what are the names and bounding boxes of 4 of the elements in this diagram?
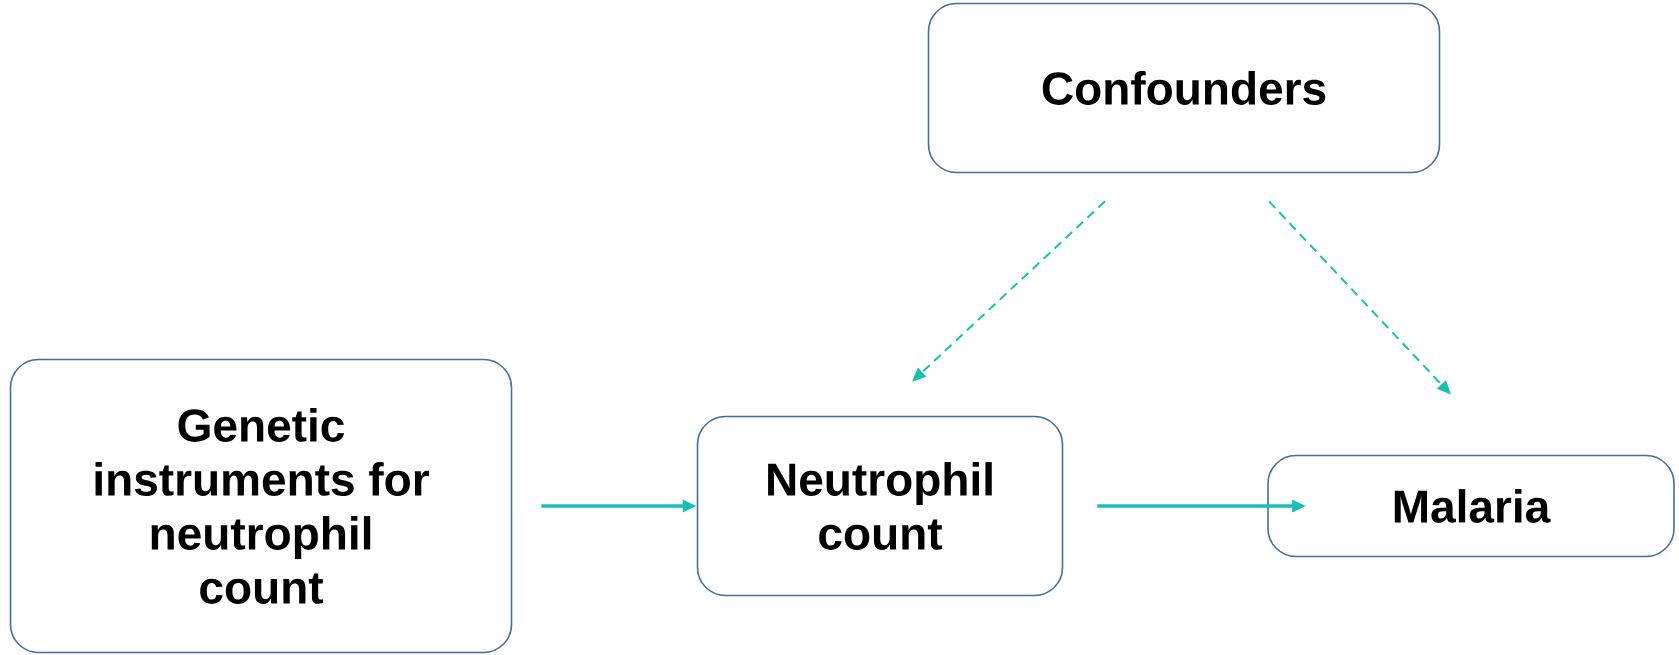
process-box: Malaria [1267, 454, 1675, 558]
process-box: Genetic instruments for neutrophil count [9, 358, 513, 654]
process-box: Neutrophil count [696, 415, 1064, 597]
process-box: Confounders [927, 2, 1441, 174]
